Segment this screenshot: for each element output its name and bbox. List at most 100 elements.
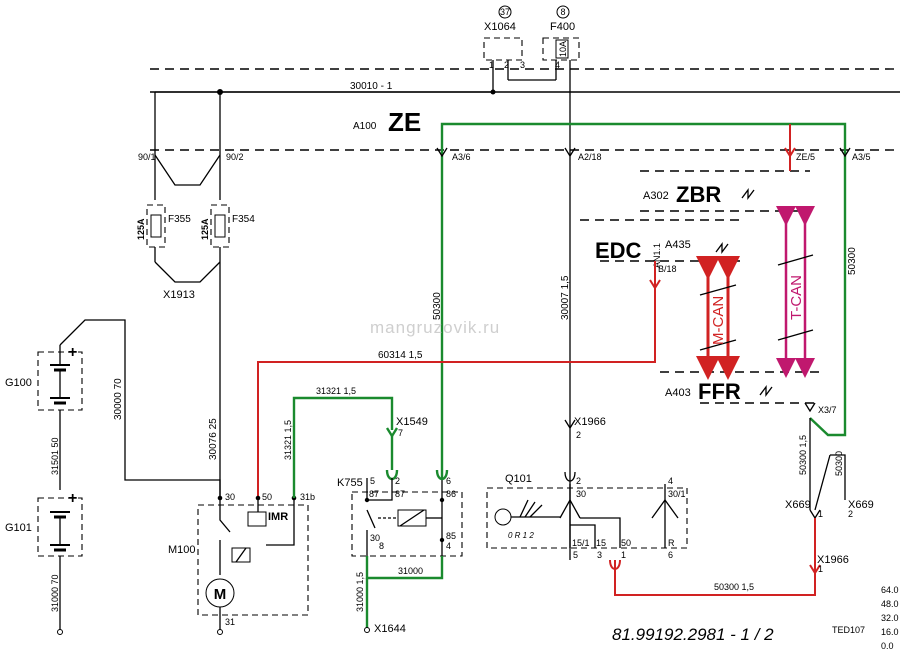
- wire-31000-low: 31000: [398, 566, 423, 576]
- sheet-code: TED107: [832, 625, 865, 635]
- q101-ignition-switch: Q101 2 30 4 30/1 15/1 15 50 R 5 3 1 6 0 …: [486, 473, 688, 560]
- svg-text:AN1.1: AN1.1: [652, 243, 662, 268]
- svg-text:30: 30: [225, 492, 235, 502]
- f400-label: F400: [550, 21, 575, 33]
- svg-text:2: 2: [504, 60, 509, 70]
- x1966-top-label: X1966: [574, 416, 606, 428]
- x1966-bottom-label: X1966: [817, 554, 849, 566]
- q101-label: Q101: [505, 473, 532, 485]
- x1644-label: X1644: [374, 623, 406, 635]
- t-can-bus: T-CAN: [776, 206, 815, 378]
- x1064-connector: 37 X1064 1 2 3: [483, 5, 525, 92]
- svg-text:50: 50: [262, 492, 272, 502]
- svg-text:90/1: 90/1: [138, 152, 156, 162]
- f354-fuse: F354 125A: [200, 204, 255, 248]
- ffr-zone-label: FFR: [698, 379, 741, 404]
- wire-30007: 30007 1,5: [560, 275, 571, 320]
- k755-label: K755: [337, 477, 363, 489]
- svg-text:2: 2: [576, 430, 581, 440]
- svg-text:A2/18: A2/18: [578, 152, 602, 162]
- x1913-label: X1913: [163, 289, 195, 301]
- svg-text:6: 6: [446, 476, 451, 486]
- svg-text:30: 30: [370, 533, 380, 543]
- wire-31321-side: 31321 1,5: [283, 420, 293, 460]
- svg-text:R: R: [668, 538, 675, 548]
- svg-text:87: 87: [395, 489, 405, 499]
- wire-31501: 31501 50: [50, 437, 60, 475]
- wire-60314: 60314 1,5: [378, 350, 423, 361]
- svg-text:15/1: 15/1: [572, 538, 590, 548]
- svg-text:7: 7: [398, 428, 403, 438]
- svg-text:1: 1: [818, 509, 823, 519]
- svg-text:ZE/5: ZE/5: [796, 152, 815, 162]
- svg-text:86: 86: [446, 489, 456, 499]
- svg-text:2: 2: [848, 509, 853, 519]
- svg-text:125A: 125A: [200, 218, 210, 240]
- svg-text:X3/7: X3/7: [818, 405, 837, 415]
- svg-text:2: 2: [395, 476, 400, 486]
- svg-text:1: 1: [818, 564, 823, 574]
- a302-label: A302: [643, 190, 669, 202]
- wire-31000-side: 31000 1,5: [355, 572, 365, 612]
- svg-text:90/2: 90/2: [226, 152, 244, 162]
- svg-text:87: 87: [369, 489, 379, 499]
- wire-30000: 30000 70: [113, 378, 124, 420]
- g100-label: G100: [5, 377, 32, 389]
- m-can-bus: M-CAN: [696, 256, 740, 380]
- ze-zone-label: ZE: [388, 107, 421, 137]
- svg-text:3: 3: [597, 550, 602, 560]
- motor-symbol: M: [214, 586, 227, 603]
- wire-50300-d: 50300: [834, 451, 844, 476]
- m-can-label: M-CAN: [710, 296, 727, 345]
- svg-text:2: 2: [576, 476, 581, 486]
- g100-battery: + G100: [5, 344, 83, 411]
- edc-zone-label: EDC: [595, 238, 642, 263]
- a435-label: A435: [665, 239, 691, 251]
- wire-30076: 30076 25: [208, 418, 219, 460]
- svg-text:+: +: [68, 490, 77, 507]
- wire-50300-b: 50300: [847, 247, 858, 275]
- ignition-positions: 0 R 1 2: [508, 531, 534, 540]
- m100-starter: M100 30 50 31b IMR M 31: [168, 492, 315, 635]
- watermark: mangruzovik.ru: [370, 318, 500, 337]
- boundary-lines: [150, 68, 900, 404]
- svg-text:64.0: 64.0: [881, 585, 899, 595]
- f354-label: F354: [232, 214, 255, 225]
- drawing-number: 81.99192.2981 - 1 / 2: [612, 625, 774, 644]
- svg-text:15: 15: [596, 538, 606, 548]
- svg-text:+: +: [68, 344, 77, 361]
- svg-text:4: 4: [446, 541, 451, 551]
- x1549-label: X1549: [396, 416, 428, 428]
- x1064-label: X1064: [484, 21, 516, 33]
- g101-battery: + G101: [5, 490, 83, 557]
- wire-50300-e: 50300 1,5: [714, 582, 754, 592]
- svg-text:31b: 31b: [300, 492, 315, 502]
- f400-fuse: 8 F400 10A 4: [490, 5, 580, 560]
- svg-text:8: 8: [379, 541, 384, 551]
- svg-text:1: 1: [621, 550, 626, 560]
- right-edge-scale: 64.0 48.0 32.0 16.0 0.0: [881, 585, 899, 651]
- a403-label: A403: [665, 387, 691, 399]
- svg-text:A3/5: A3/5: [852, 152, 871, 162]
- svg-text:48.0: 48.0: [881, 599, 899, 609]
- svg-text:32.0: 32.0: [881, 613, 899, 623]
- f355-label: F355: [168, 214, 191, 225]
- svg-text:125A: 125A: [136, 218, 146, 240]
- m100-label: M100: [168, 544, 196, 556]
- svg-text:A3/6: A3/6: [452, 152, 471, 162]
- svg-text:30/1: 30/1: [668, 489, 686, 499]
- svg-text:4: 4: [555, 60, 560, 70]
- svg-text:31: 31: [225, 617, 235, 627]
- svg-text:85: 85: [446, 531, 456, 541]
- svg-text:3: 3: [520, 60, 525, 70]
- f400-badge: 8: [560, 7, 565, 17]
- wire-50300-a: 50300: [432, 292, 443, 320]
- svg-text:B/18: B/18: [658, 264, 677, 274]
- x669-right-label: X669: [848, 499, 874, 511]
- x1064-badge: 37: [500, 7, 510, 17]
- k755-relay: K755 5 87 2 87 6 86 30 8 85 4: [337, 476, 463, 557]
- svg-text:50: 50: [621, 538, 631, 548]
- wire-30010: 30010 - 1: [350, 81, 393, 92]
- wire-31321-top: 31321 1,5: [316, 386, 356, 396]
